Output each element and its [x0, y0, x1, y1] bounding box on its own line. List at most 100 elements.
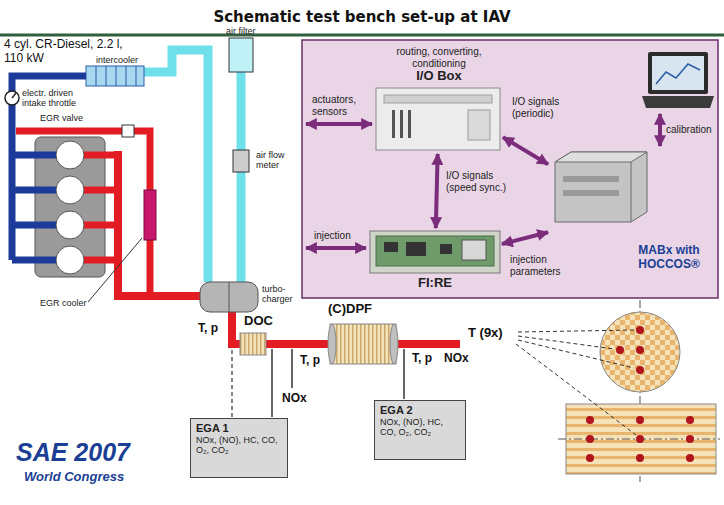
edge-label: injection parameters	[510, 254, 572, 277]
thermocouple	[586, 435, 594, 443]
node-text: EGA 2	[380, 404, 413, 417]
label: turbo-charger	[262, 284, 300, 305]
exhaust-runner	[84, 155, 118, 260]
thermocouple	[686, 416, 694, 424]
thermocouple	[616, 346, 624, 354]
label: injection	[314, 230, 351, 242]
intercooler-fin	[136, 66, 137, 86]
node-text: NOx, (NO), HC, CO, O₂, CO₂	[380, 417, 460, 438]
label: EGR valve	[40, 113, 83, 123]
dpf-side-section	[566, 404, 716, 474]
fire-chip	[440, 244, 452, 254]
intercooler-fin	[96, 66, 97, 86]
label: intercooler	[96, 55, 138, 65]
thermocouple	[636, 326, 644, 334]
mabx-device	[555, 152, 647, 222]
dpf-cone	[390, 324, 398, 364]
leader-line	[518, 340, 634, 368]
signal-arrow	[436, 154, 438, 228]
analyzer-box: EGA 1NOx, (NO), HC, CO, O₂, CO₂	[190, 418, 288, 478]
edge-label: I/O signals (speed sync.)	[446, 170, 526, 193]
mabx-top	[555, 152, 647, 162]
signal-arrow	[502, 232, 548, 244]
laptop-screen	[648, 52, 708, 94]
label: T (9x)	[468, 326, 503, 341]
laptop-base	[642, 96, 714, 108]
edge-label: I/O signals (periodic)	[512, 96, 572, 119]
thermocouple	[636, 346, 644, 354]
dpf-filter	[330, 324, 396, 364]
label: air filter	[226, 26, 256, 36]
egr-valve	[122, 125, 134, 137]
thermocouple	[636, 416, 644, 424]
node-text: MABx with HOCCOS®	[634, 244, 704, 272]
intercooler	[86, 66, 144, 86]
dpf-section	[600, 312, 680, 392]
injection-arrow	[306, 246, 366, 250]
io-box-module	[468, 110, 490, 140]
air-filter	[229, 38, 253, 72]
label: DOC	[244, 314, 273, 329]
label: World Congress	[24, 470, 124, 485]
label: actuators, sensors	[312, 94, 372, 117]
turbo-shaft	[229, 282, 230, 312]
turbocharger	[200, 282, 258, 312]
leader-line	[88, 238, 142, 302]
thermocouple	[636, 366, 644, 374]
charge-air-pipe	[144, 50, 208, 282]
label: electr. driven intake throttle	[22, 88, 84, 109]
io-box-card	[408, 110, 411, 138]
title: Schematic test bench set-up at IAV	[0, 8, 724, 26]
node-text: EGA 1	[196, 422, 229, 435]
mabx-slot	[563, 190, 619, 196]
control-panel	[302, 40, 718, 298]
fire-chip	[406, 242, 426, 256]
doc-catalyst	[240, 333, 266, 355]
throttle-needle	[12, 93, 16, 98]
io-box-card	[392, 110, 395, 138]
laptop-display	[652, 56, 704, 90]
thermocouple	[636, 435, 644, 443]
intake-runner	[12, 155, 56, 260]
thermocouple	[686, 435, 694, 443]
fire-device	[370, 231, 500, 273]
calibration-arrow	[658, 114, 662, 146]
label: air flow meter	[256, 150, 296, 171]
throttle-gauge	[5, 91, 19, 105]
cylinder	[56, 141, 84, 169]
egr-cooler	[144, 190, 156, 240]
label: SAE 2007	[16, 438, 130, 467]
label: NOx	[444, 352, 469, 366]
leader-line	[516, 344, 636, 435]
label: T, p	[198, 322, 218, 336]
sensor-line	[291, 349, 293, 388]
label: NOx	[282, 392, 307, 406]
device-box: MABx with HOCCOS®	[548, 148, 708, 276]
sample-line	[403, 349, 405, 399]
thermocouple	[636, 454, 644, 462]
mabx-edge	[631, 162, 632, 222]
signal-arrow	[503, 137, 548, 164]
device-box: FI:RE	[368, 228, 502, 294]
device-box: routing, converting, conditioningI/O Box	[375, 44, 503, 154]
intake-pipe	[12, 76, 86, 260]
air-flow-meter	[233, 150, 249, 172]
sample-line	[271, 349, 273, 417]
node-text: FI:RE	[418, 276, 452, 291]
thermocouple	[686, 454, 694, 462]
analyzer-box: EGA 2NOx, (NO), HC, CO, O₂, CO₂	[374, 400, 466, 460]
label: calibration	[666, 124, 712, 136]
io-box-slot	[384, 95, 492, 103]
sample-line	[231, 350, 232, 417]
fire-board	[376, 236, 494, 266]
intercooler-fin	[126, 66, 127, 86]
cylinder	[56, 176, 84, 204]
fire-chip	[384, 242, 398, 252]
leader-line	[518, 330, 634, 332]
actuator-arrow	[306, 122, 372, 126]
intercooler-fin	[116, 66, 117, 86]
egr-pipe	[16, 131, 150, 296]
node-text: I/O Box	[416, 69, 462, 84]
leader-line	[518, 336, 614, 349]
